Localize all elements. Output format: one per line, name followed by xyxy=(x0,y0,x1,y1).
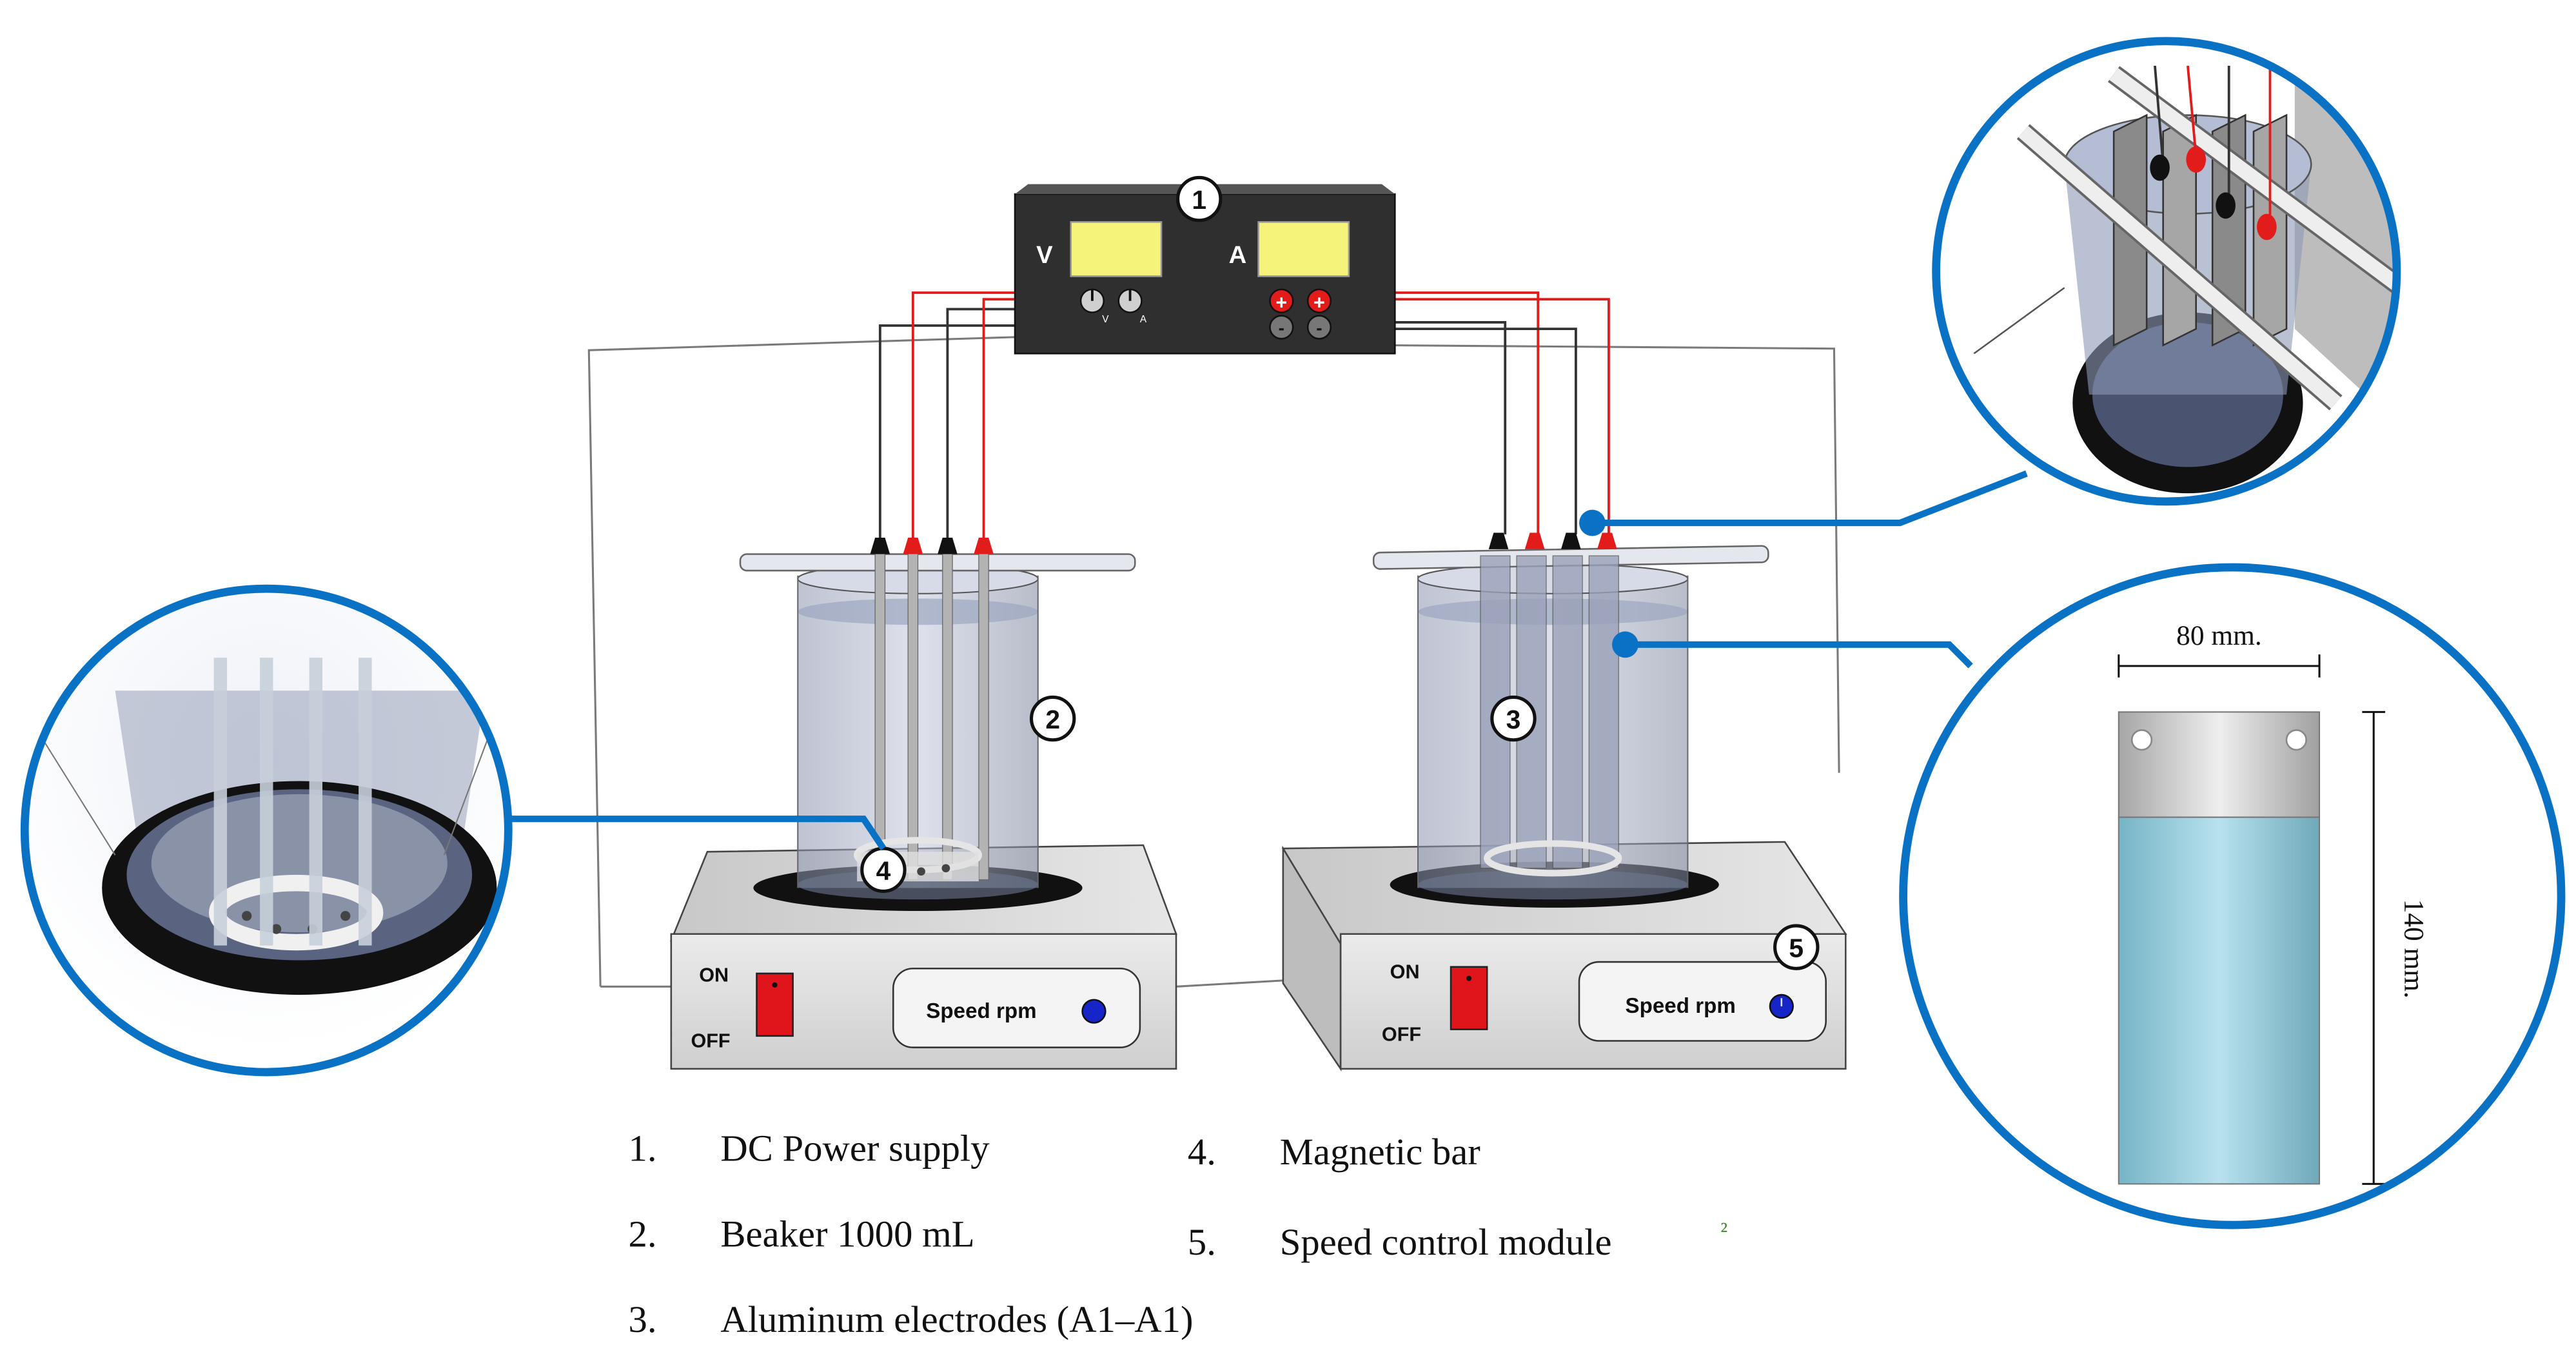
knob-v-label: V xyxy=(1102,314,1109,325)
right-speed-label: Speed rpm xyxy=(1625,994,1735,1018)
width-dimension-label: 80 mm. xyxy=(2176,620,2262,651)
svg-text:+: + xyxy=(1313,292,1325,314)
negative-terminal-icon xyxy=(1269,315,1294,340)
svg-text:4: 4 xyxy=(876,856,891,886)
left-electrodes xyxy=(870,538,994,881)
electrode-plate-submerged xyxy=(2118,816,2321,1185)
svg-text:1: 1 xyxy=(1192,185,1206,215)
wires xyxy=(878,291,1610,543)
legend-item-5: 5. Speed control module ² xyxy=(1188,1218,1727,1264)
legend-item-1: 1. DC Power supply xyxy=(629,1128,990,1169)
callout-3: 3 xyxy=(1490,695,1537,742)
svg-text:5: 5 xyxy=(1789,933,1804,963)
knob-a-label: A xyxy=(1140,314,1147,325)
right-off-label: OFF xyxy=(1382,1023,1421,1045)
svg-text:+: + xyxy=(1275,292,1287,314)
legend-item-4: 4. Magnetic bar xyxy=(1188,1131,1480,1173)
electrode-assembly-zoom xyxy=(1932,37,2401,506)
svg-text:-: - xyxy=(1279,318,1284,338)
svg-text:3: 3 xyxy=(1506,705,1521,734)
svg-text:Beaker 1000 mL: Beaker 1000 mL xyxy=(720,1213,974,1255)
left-speed-label: Speed rpm xyxy=(926,999,1036,1023)
ammeter-display xyxy=(1257,221,1350,277)
svg-text:2.: 2. xyxy=(629,1213,657,1255)
left-beaker xyxy=(739,538,1136,900)
callout-5: 5 xyxy=(1773,924,1820,970)
callout-1: 1 xyxy=(1176,175,1223,222)
svg-text:Aluminum electrodes (A1–A1): Aluminum electrodes (A1–A1) xyxy=(720,1298,1193,1340)
svg-text:5.: 5. xyxy=(1188,1221,1216,1263)
left-off-label: OFF xyxy=(691,1030,730,1052)
wiring-frame xyxy=(587,336,1840,988)
svg-text:1.: 1. xyxy=(629,1128,657,1169)
right-on-label: ON xyxy=(1390,961,1420,983)
footnote-mark: ² xyxy=(1720,1218,1727,1244)
callout-2: 2 xyxy=(1029,695,1076,742)
svg-text:4.: 4. xyxy=(1188,1131,1216,1173)
svg-text:3.: 3. xyxy=(629,1298,657,1340)
legend-item-3: 3. Aluminum electrodes (A1–A1) xyxy=(629,1298,1194,1340)
dc-power-supply: V A V A + + - - xyxy=(1014,184,1396,355)
right-speed-control-panel xyxy=(1578,961,1827,1042)
svg-text:Speed control module: Speed control module xyxy=(1280,1221,1612,1263)
legend: 1. DC Power supply 2. Beaker 1000 mL 3. … xyxy=(629,1128,1728,1340)
width-dimension-line xyxy=(2118,654,2321,678)
svg-text:-: - xyxy=(1316,318,1322,338)
voltmeter-label: V xyxy=(1036,241,1053,269)
left-on-label: ON xyxy=(699,964,729,986)
electrode-dimension-zoom: 80 mm. 140 mm. xyxy=(1899,563,2566,1229)
callout-4: 4 xyxy=(860,846,907,893)
svg-text:Magnetic bar: Magnetic bar xyxy=(1280,1131,1481,1173)
positive-terminal-icon xyxy=(1306,288,1332,313)
positive-terminal-icon xyxy=(1269,288,1294,313)
magnetic-bar-zoom xyxy=(20,584,513,1077)
right-electrodes xyxy=(1480,533,1619,869)
height-dimension-line xyxy=(2362,710,2386,1185)
left-speed-knob[interactable] xyxy=(1081,999,1106,1024)
detail-connectors xyxy=(505,470,2028,850)
legend-item-2: 2. Beaker 1000 mL xyxy=(629,1213,975,1255)
right-beaker xyxy=(1372,533,1769,900)
negative-terminal-icon xyxy=(1306,315,1332,340)
svg-text:DC Power supply: DC Power supply xyxy=(720,1128,990,1169)
voltmeter-display xyxy=(1070,221,1163,277)
right-power-switch[interactable] xyxy=(1450,966,1488,1030)
svg-text:2: 2 xyxy=(1045,705,1060,734)
height-dimension-label: 140 mm. xyxy=(2399,899,2430,999)
electrode-plate-metal xyxy=(2118,711,2321,818)
ammeter-label: A xyxy=(1229,241,1247,269)
left-speed-control-panel xyxy=(892,967,1141,1048)
